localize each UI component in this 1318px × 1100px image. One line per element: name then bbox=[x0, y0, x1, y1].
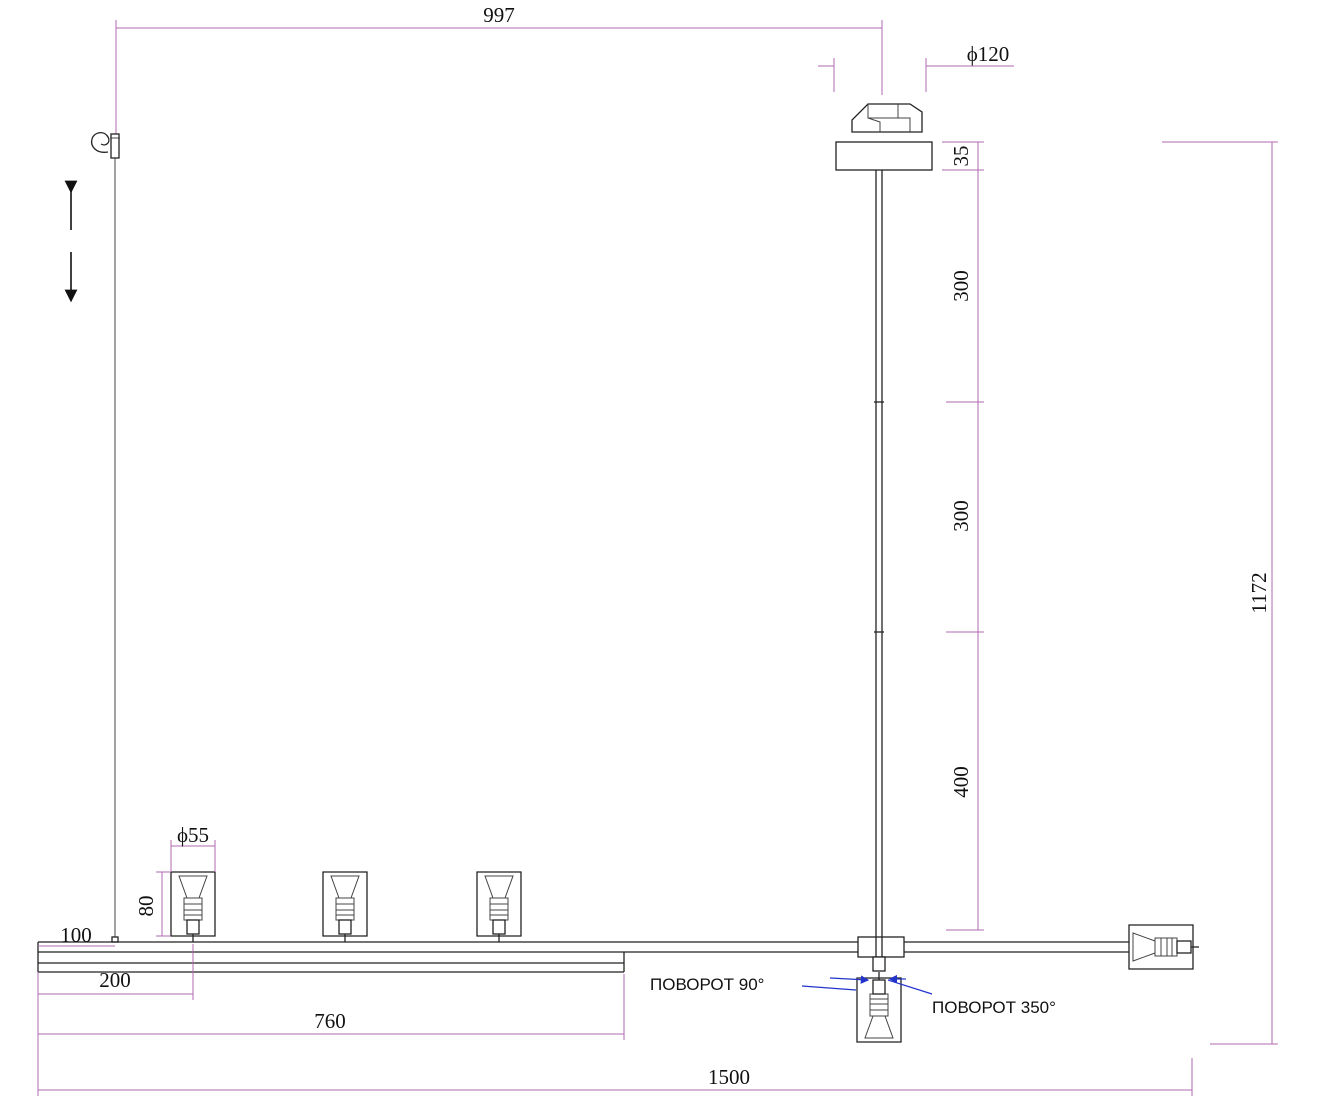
rotation-note-350: ПОВОРОТ 350° bbox=[887, 974, 1056, 1017]
dimension-200-label: 200 bbox=[99, 968, 131, 992]
dimension-760: 760 bbox=[37, 974, 625, 1040]
dimension-760-label: 760 bbox=[314, 1009, 346, 1033]
rod-segment-1-label: 300 bbox=[949, 270, 973, 302]
dimension-1172: 1172 bbox=[1162, 141, 1278, 1045]
spot-shade-2 bbox=[322, 871, 368, 943]
rotation-90-label: ПОВОРОТ 90° bbox=[650, 975, 764, 994]
dimension-1500-label: 1500 bbox=[708, 1065, 750, 1089]
dimension-shade-height: 80 bbox=[134, 871, 170, 937]
rotation-note-90: ПОВОРОТ 90° bbox=[650, 975, 870, 994]
central-connector bbox=[857, 936, 905, 958]
dimension-100: 100 bbox=[38, 923, 115, 947]
dimension-canopy-diameter: ϕ120 bbox=[818, 42, 1014, 92]
dimension-997: 997 bbox=[115, 3, 883, 140]
horizontal-bar-lower bbox=[38, 952, 625, 973]
dimension-35: 35 bbox=[942, 141, 984, 171]
ceiling-canopy bbox=[835, 103, 933, 171]
shade-diameter-label: ϕ55 bbox=[177, 823, 209, 847]
dimension-1172-label: 1172 bbox=[1247, 572, 1271, 613]
horizontal-bar-main bbox=[37, 941, 1132, 972]
rod-segment-2-label: 300 bbox=[949, 500, 973, 532]
rotation-350-label: ПОВОРОТ 350° bbox=[932, 998, 1056, 1017]
spot-shade-3 bbox=[476, 871, 522, 943]
dimension-997-label: 997 bbox=[483, 3, 515, 27]
suspension-rod bbox=[874, 170, 884, 938]
spot-shade-1 bbox=[170, 871, 216, 943]
dimension-shade-diameter: ϕ55 bbox=[170, 823, 216, 872]
cable-suspension bbox=[90, 132, 120, 943]
dimension-100-label: 100 bbox=[60, 923, 92, 947]
spot-shade-right bbox=[1128, 924, 1200, 970]
dimension-35-label: 35 bbox=[949, 146, 973, 167]
spot-shade-bottom bbox=[856, 956, 902, 1043]
canopy-diameter-label: ϕ120 bbox=[967, 42, 1010, 66]
dimension-rod-segments: 300 300 400 bbox=[946, 170, 984, 931]
rod-segment-3-label: 400 bbox=[949, 766, 973, 798]
dimension-1500: 1500 bbox=[37, 1040, 1193, 1096]
shade-height-label: 80 bbox=[134, 896, 158, 917]
dimension-200: 200 bbox=[37, 944, 194, 1000]
